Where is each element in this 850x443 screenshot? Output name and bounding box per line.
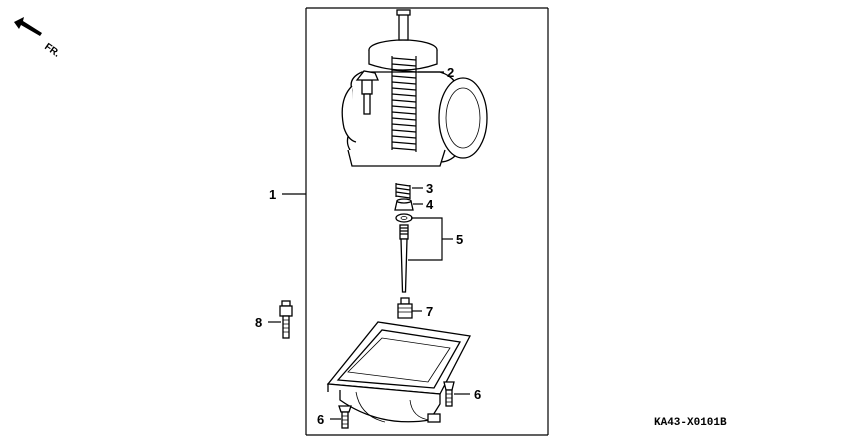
callout-6-right: 6: [474, 387, 481, 402]
callout-5: 5: [456, 232, 463, 247]
jet-needle-set: [395, 213, 413, 293]
callout-2: 2: [447, 65, 454, 80]
drawing-code: KA43-X0101B: [654, 417, 727, 429]
callout-1: 1: [269, 187, 276, 202]
leader-lines: [268, 71, 470, 420]
spring-washer: [395, 183, 411, 199]
drain-plug: [279, 300, 293, 339]
assembly-frame: [305, 7, 549, 436]
mounting-screw-right: [443, 381, 455, 407]
callout-7: 7: [426, 304, 433, 319]
carburetor-body: [341, 39, 488, 167]
mounting-screw-left: [338, 405, 352, 429]
callout-8: 8: [255, 315, 262, 330]
float-bowl: [326, 321, 471, 423]
callout-3: 3: [426, 181, 433, 196]
callout-4: 4: [426, 197, 434, 212]
callout-6-left: 6: [317, 412, 324, 427]
retainer: [394, 198, 414, 211]
main-jet: [397, 297, 413, 319]
front-direction-arrow-icon: [14, 17, 42, 36]
direction-label: FR.: [42, 41, 62, 59]
throttle-spring: [391, 9, 417, 152]
